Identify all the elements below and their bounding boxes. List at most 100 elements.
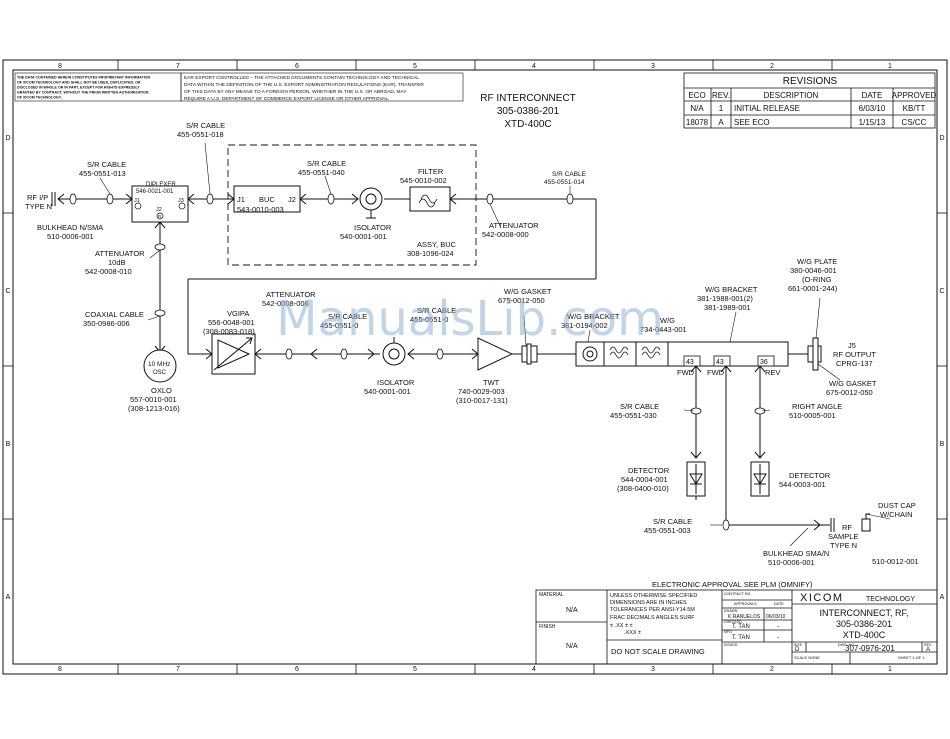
label-cprg: CPRG-137 <box>836 359 873 368</box>
zone-left-a: A <box>6 594 11 601</box>
label-cable6: S/R CABLE <box>417 306 456 315</box>
rev-value: A <box>926 647 930 653</box>
label-right-angle: RIGHT ANGLE <box>792 402 842 411</box>
label-attenuator1-pn: 542-0008-000 <box>482 230 529 239</box>
heading-line1: RF INTERCONNECT <box>480 93 576 104</box>
size-label: SIZE <box>794 643 803 647</box>
zone-right-c: C <box>939 288 944 295</box>
size-value: D <box>795 647 800 653</box>
label-oxlo-pn: 557-0010-001 <box>130 395 177 404</box>
label-bulkhead1: BULKHEAD N/SMA <box>37 223 103 232</box>
zone-bottom-1: 1 <box>888 666 892 673</box>
buc-assembly-outline <box>227 144 477 266</box>
label-diplexer-pn: 546-0021-001 <box>136 189 174 195</box>
rev-cell: 1/15/13 <box>859 118 886 127</box>
label-sr-cable7-pn: 455-0551-030 <box>610 411 657 420</box>
label-port-43a: 43 <box>686 359 694 366</box>
label-diplexer-r: R <box>158 214 162 219</box>
zone-left-d: D <box>5 135 10 142</box>
label-osc-freq: 10 MHz <box>148 361 170 368</box>
notice-line: OF XICOM TECHNOLOGY. <box>17 96 62 100</box>
label-sr-cable3-pn: 455-0551-040 <box>298 168 345 177</box>
label-sr-cable3: S/R CABLE <box>307 159 346 168</box>
drawing-title-1: INTERCONNECT, RF, <box>819 608 908 618</box>
mfg-name: T. TAN <box>732 635 750 641</box>
label-wg-bracket-a: W/G BRACKET <box>567 312 620 321</box>
label-bulkhead1-pn: 510-0006-001 <box>47 232 94 241</box>
rev-header: APPROVED <box>892 91 937 100</box>
date-label: DATE <box>774 602 784 606</box>
zone-top-1: 1 <box>888 63 892 70</box>
tolerance-line: .XXX ± <box>624 630 641 636</box>
label-wg-bracket-a-pn: 381-0194-002 <box>561 321 608 330</box>
label-filter: FILTER <box>418 167 444 176</box>
rev-header: ECO <box>688 91 705 100</box>
tolerance-line: UNLESS OTHERWISE SPECIFIED <box>610 593 697 599</box>
label-bulkhead2-pn: 510-0006-001 <box>768 558 815 567</box>
label-coax: COAXIAL CABLE <box>85 310 144 319</box>
label-rf-ip: RF I/P <box>27 193 48 202</box>
rev-cell: A <box>718 118 724 127</box>
label-isolator1: ISOLATOR <box>354 223 392 232</box>
tolerance-line: TOLERANCES PER ANSI-Y14.5M <box>610 607 695 613</box>
output-flange <box>807 337 822 371</box>
notice-line: OF XICOM TECHNOLOGY AND SHALL NOT BE USE… <box>17 81 141 85</box>
company-logo: XICOM <box>800 592 844 604</box>
company-logo-sub: TECHNOLOGY <box>866 596 915 603</box>
oscillator-icon <box>143 349 177 383</box>
label-twt-pn2: (310-0017-131) <box>456 396 508 405</box>
label-detector1-pn2: (308-0400-010) <box>617 484 669 493</box>
export-line: DATA WITHIN THE DEFINITION OF THE U.S. E… <box>184 82 424 88</box>
label-twt: TWT <box>483 378 500 387</box>
label-isolator2-pn: 540-0001-001 <box>364 387 411 396</box>
label-sr-cable1: S/R CABLE <box>87 160 126 169</box>
isolator-1-icon <box>359 187 383 219</box>
label-wg-pn: 734-0443-001 <box>640 325 687 334</box>
label-bulkhead2: BULKHEAD SMA/N <box>763 549 829 558</box>
approvals-label: APPROVALS <box>734 602 757 606</box>
label-dust-cap-pn: 510-0012-001 <box>872 557 919 566</box>
leader-lines <box>99 142 891 547</box>
isolator-2-icon <box>382 337 406 366</box>
label-rev: REV <box>765 368 780 377</box>
label-detector1: DETECTOR <box>628 466 670 475</box>
watermark: ManualsLib.com <box>276 291 664 347</box>
label-oring: (O-RING <box>802 275 832 284</box>
label-vgipa-pn2: (308-0083-018) <box>203 327 255 336</box>
rf-input-connector <box>51 192 56 206</box>
revisions-table <box>683 72 936 129</box>
export-line: REQUIRE A U.S. DEPARTMENT OF COMMERCE EX… <box>184 96 390 102</box>
label-sr-cable2: S/R CABLE <box>186 121 225 130</box>
revisions-title: REVISIONS <box>783 76 838 87</box>
finish-label: FINISH <box>539 624 556 630</box>
export-box <box>180 72 464 102</box>
label-sr-cable7: S/R CABLE <box>620 402 659 411</box>
detector-1-icon <box>686 461 706 497</box>
label-sr-cable4-pn: 455-0551-014 <box>544 179 585 186</box>
label-wg: W/G <box>660 316 675 325</box>
label-isolator2: ISOLATOR <box>377 378 415 387</box>
arrow-marks <box>57 193 821 531</box>
tolerance-line: ± .XX ± ± <box>610 623 633 629</box>
checked-date: - <box>777 624 779 630</box>
label-buc: BUC <box>259 195 275 204</box>
rev-cell: INITIAL RELEASE <box>734 104 800 113</box>
zone-top-3: 3 <box>651 63 655 70</box>
label-sr-cable2-pn: 455-0551-018 <box>177 130 224 139</box>
zone-bottom-7: 7 <box>176 666 180 673</box>
zone-left-b: B <box>6 441 11 448</box>
zone-top-4: 4 <box>532 63 536 70</box>
label-wg-gasket2-pn: 675-0012-050 <box>826 388 873 397</box>
zone-top-8: 8 <box>58 63 62 70</box>
notice-line: DISCLOSED IN WHOLE OR IN PART, EXCEPT FO… <box>17 86 140 90</box>
diplexer-port-r <box>156 212 164 220</box>
label-type-n: TYPE N <box>25 202 52 211</box>
label-wg-gasket2: W/G GASKET <box>829 379 877 388</box>
rev-header: DATE <box>862 91 883 100</box>
rev-header: DESCRIPTION <box>764 91 819 100</box>
checked-name: T. TAN <box>732 624 750 630</box>
detector-2-icon <box>750 461 770 497</box>
label-oring-pn: 661-0001-244) <box>788 284 838 293</box>
label-sr-cable8-pn: 455-0551-003 <box>644 526 691 535</box>
label-wg-plate-pn: 380-0046-001 <box>790 266 837 275</box>
